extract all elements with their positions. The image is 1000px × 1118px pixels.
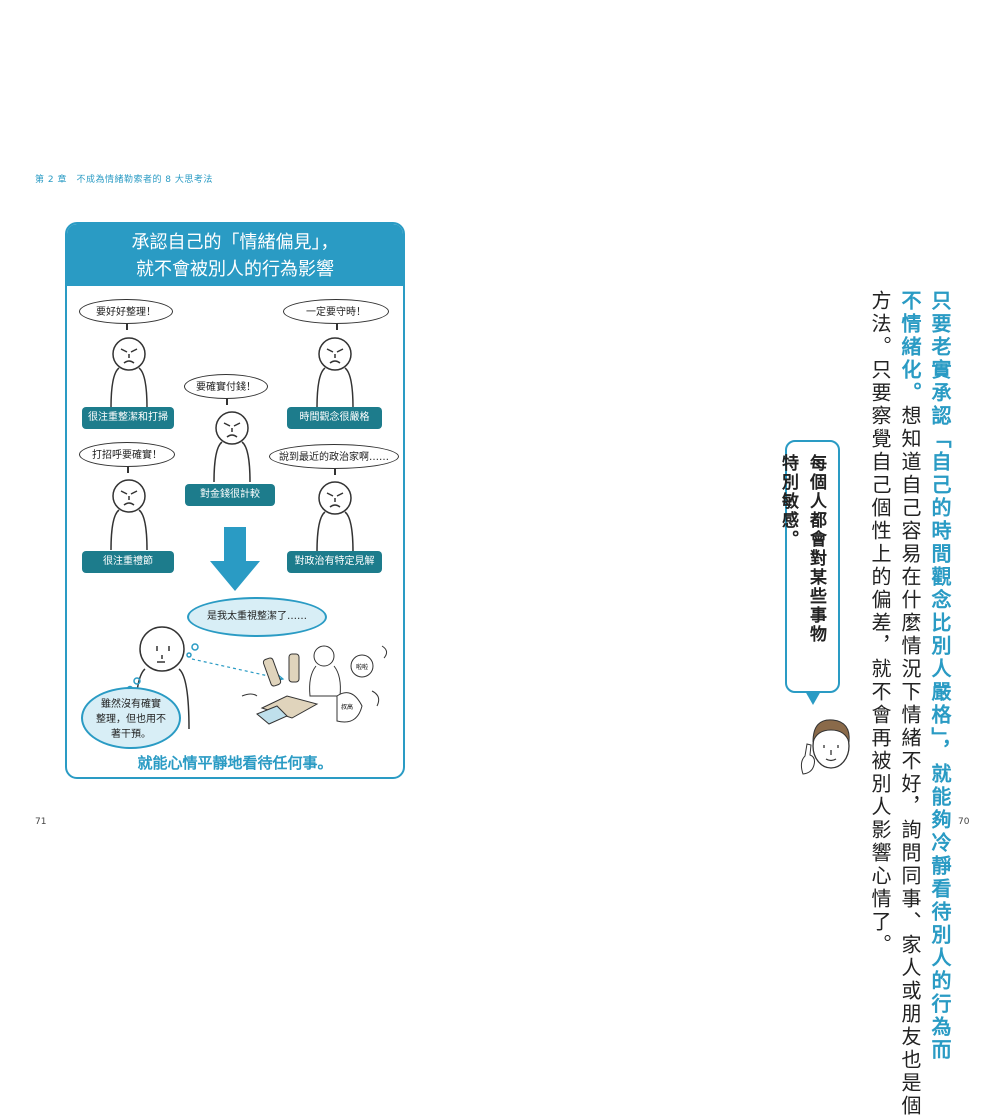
trait-label: 對金錢很計較 xyxy=(185,484,275,506)
angry-person-icon xyxy=(316,481,354,552)
panel-title: 承認自己的「情緒偏見」， 就不會被別人的行為影響 xyxy=(67,224,403,286)
page-number-right: 70 xyxy=(958,817,970,827)
page-number-left: 71 xyxy=(35,817,47,827)
thought-line: 著干預。 xyxy=(111,729,151,740)
tip-line: 每個人都會對某些事物 xyxy=(806,454,826,644)
angry-person-icon xyxy=(316,337,354,408)
trait-label: 時間觀念很嚴格 xyxy=(287,407,382,429)
panel-title-line2: 就不會被別人的行為影響 xyxy=(136,259,334,280)
speech-bubble: 要確實付錢！ xyxy=(184,374,268,405)
trait-label: 很注重整潔和打掃 xyxy=(82,407,174,429)
advisor-face-icon xyxy=(800,719,850,775)
angry-person-icon xyxy=(110,479,148,550)
item-label: 叔高 xyxy=(341,703,353,711)
tip-text: 每個人都會對某些事物 特別敏感。 xyxy=(774,454,830,644)
item-label: 啦啦 xyxy=(356,663,368,671)
thought-bubble-left: 雖然沒有確實 整理，但也用不 著干預。 xyxy=(81,687,181,749)
messy-room-illustration: 啦啦 叔高 xyxy=(241,645,388,725)
speech-bubble: 打招呼要確實！ xyxy=(79,442,175,473)
trait-label: 很注重禮節 xyxy=(82,551,174,573)
panel-conclusion: 就能心情平靜地看待任何事。 xyxy=(137,754,333,772)
body-column-2: 不情緒化。想知道自己容易在什麼情況下情緒不好，詢問同事、家人或朋友也是個 xyxy=(895,290,925,1118)
speech-bubble: 一定要守時！ xyxy=(283,299,389,330)
speech-bubble: 說到最近的政治家啊…… xyxy=(269,444,399,475)
body-emphasis: 不情緒化。 xyxy=(898,290,922,405)
thought-line: 雖然沒有確實 xyxy=(101,699,161,710)
chapter-header: 第 2 章 不成為情緒勒索者的 8 大思考法 xyxy=(35,175,213,185)
trait-label: 對政治有特定見解 xyxy=(287,551,382,573)
panel-title-line1: 承認自己的「情緒偏見」， xyxy=(131,232,339,253)
tip-line: 特別敏感。 xyxy=(778,454,798,549)
tip-bubble: 每個人都會對某些事物 特別敏感。 xyxy=(778,440,840,705)
thought-bubble-top: 是我太重視整潔了…… xyxy=(187,597,327,637)
down-arrow-icon xyxy=(210,527,260,591)
body-text: 想知道自己容易在什麼情況下情緒不好，詢問同事、家人或朋友也是個 xyxy=(898,405,922,1118)
speech-bubble: 要好好整理！ xyxy=(79,299,173,330)
angry-person-icon xyxy=(213,411,251,482)
thought-line: 整理，但也用不 xyxy=(96,714,166,725)
calm-person-icon xyxy=(126,626,285,729)
body-column-3: 方法。只要察覺自己個性上的偏差，就不會再被別人影響心情了。 xyxy=(868,290,892,957)
body-column-1: 只要老實承認「自己的時間觀念比別人嚴格」，就能夠冷靜看待別人的行為而 xyxy=(928,290,952,1062)
illustration-panel: 承認自己的「情緒偏見」， 就不會被別人的行為影響 要好好整理！ 很注重整潔和打掃… xyxy=(65,222,405,779)
angry-person-icon xyxy=(110,337,148,408)
